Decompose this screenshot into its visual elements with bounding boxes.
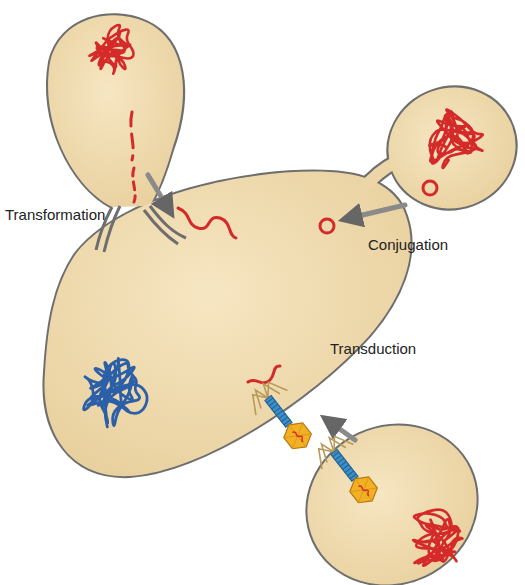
conjugation-label: Conjugation — [368, 236, 448, 254]
transformation-label: Transformation — [5, 206, 105, 224]
bacteriophage — [310, 429, 388, 514]
chromosome — [84, 358, 147, 427]
bacteriophage — [244, 375, 322, 460]
chromosome — [89, 25, 133, 74]
chromosome — [429, 109, 482, 167]
transduction-label: Transduction — [330, 340, 416, 358]
chromosome — [413, 510, 462, 566]
